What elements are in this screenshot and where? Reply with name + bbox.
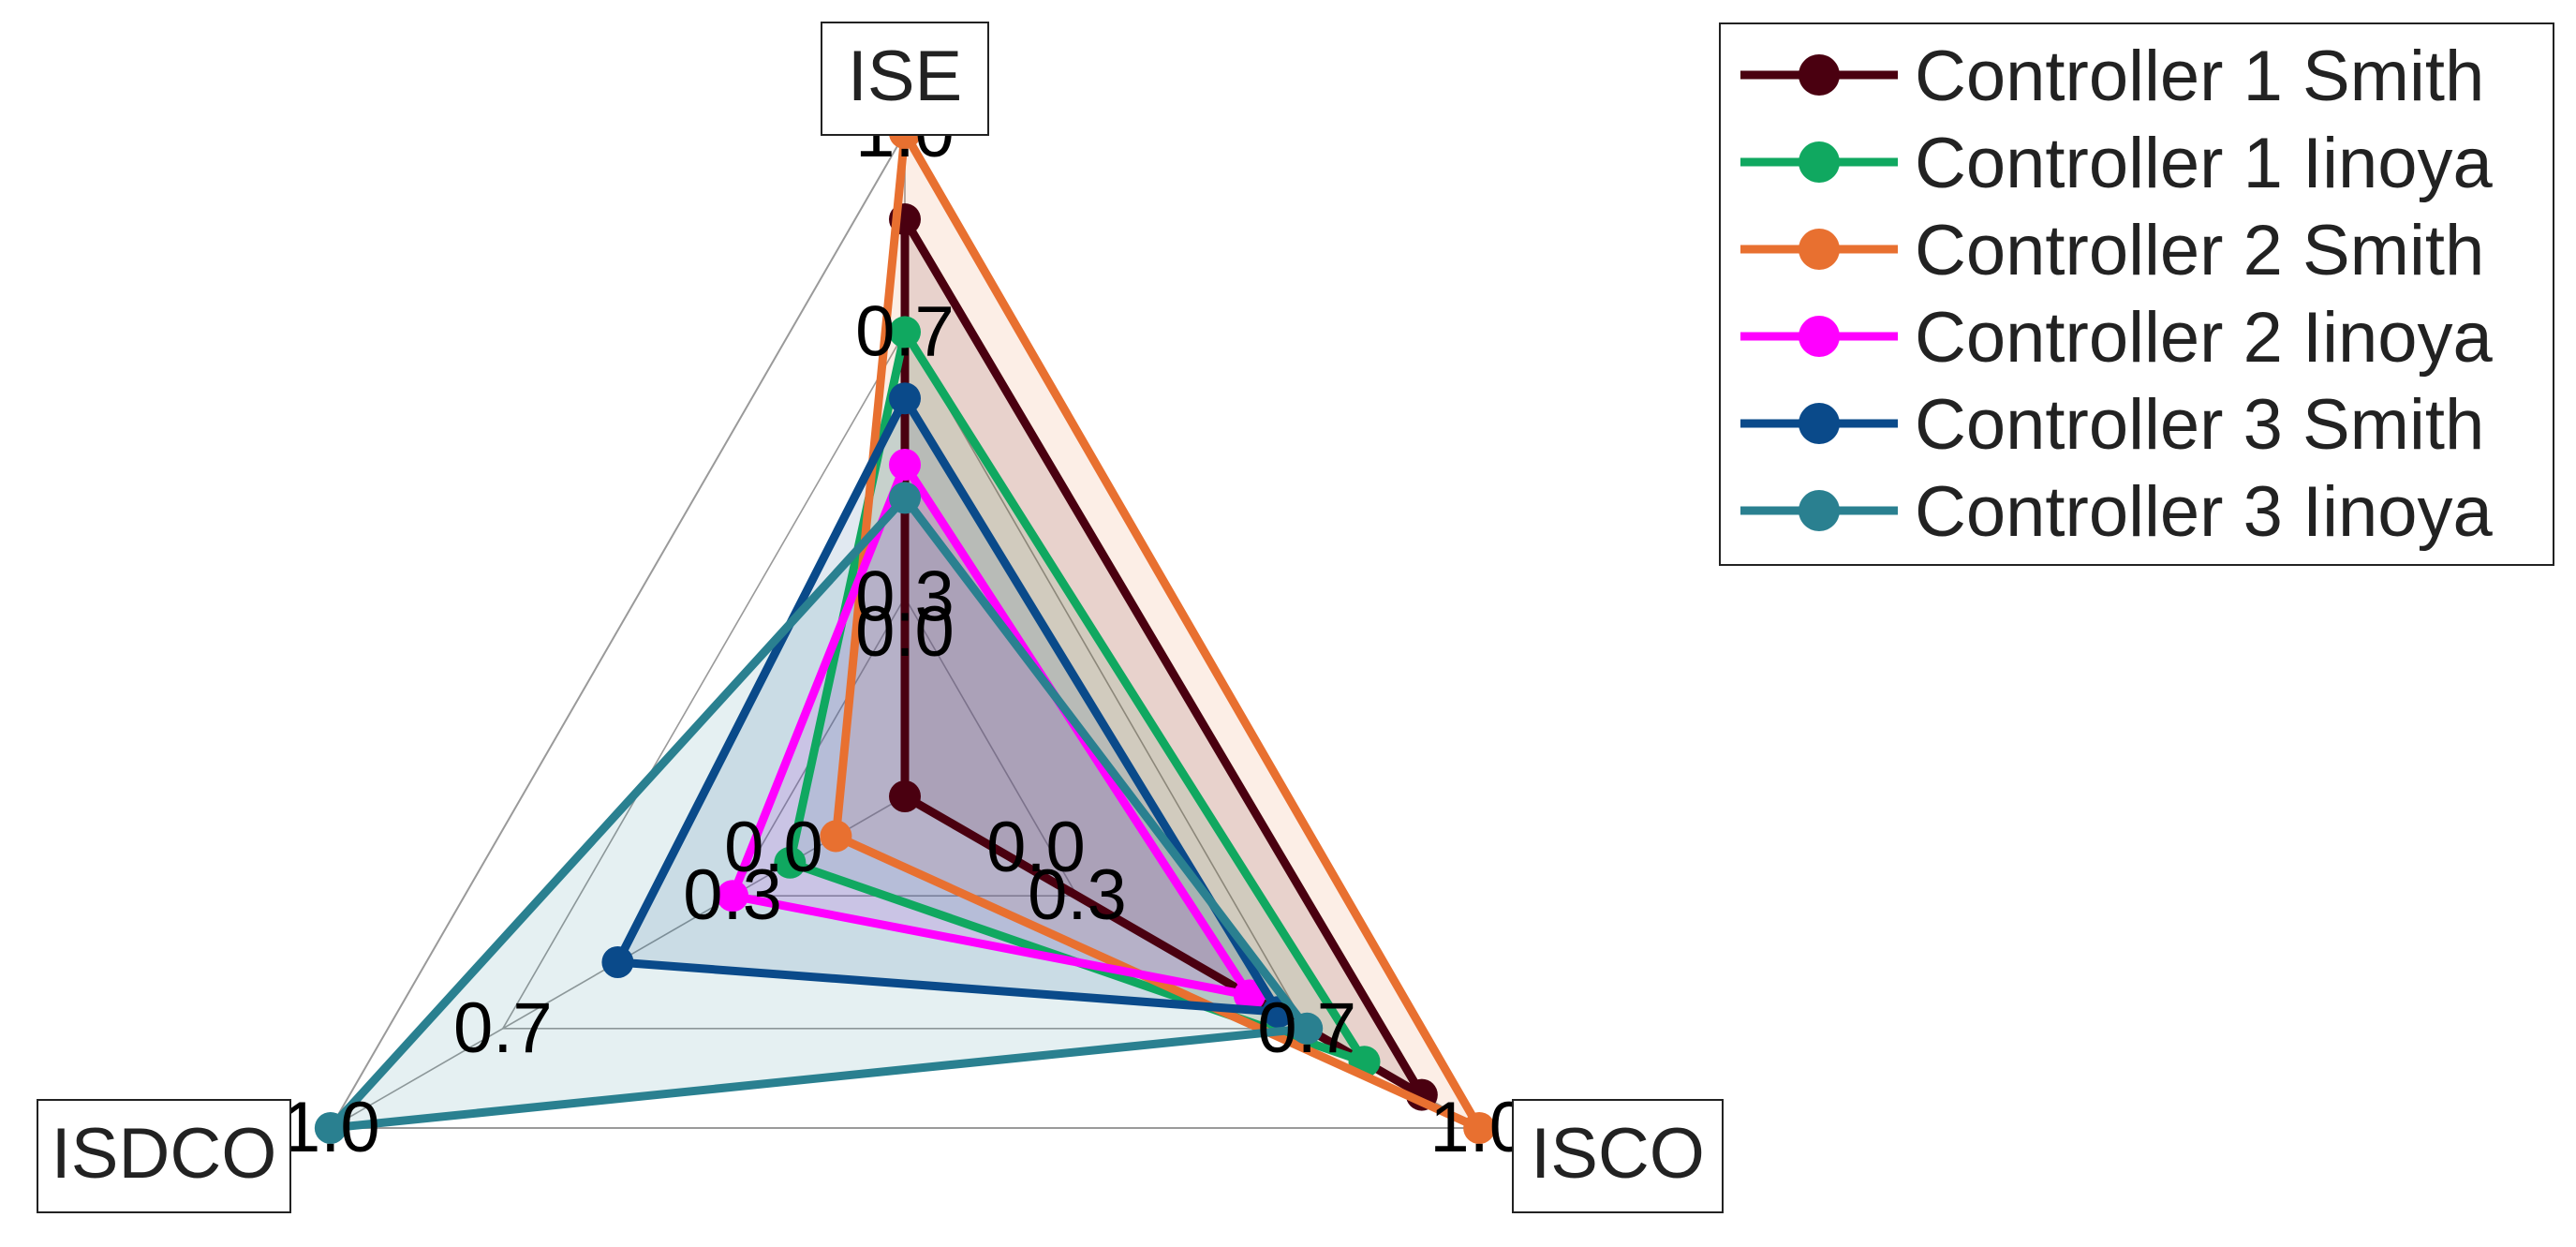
- axis-title-1: ISCO: [1512, 1099, 1724, 1213]
- series-point-3-0: [889, 449, 921, 481]
- legend-swatch-marker-1: [1799, 141, 1840, 183]
- series-area-5: [330, 497, 1308, 1128]
- legend-swatch-marker-5: [1799, 490, 1840, 531]
- legend-box: [1719, 22, 2554, 566]
- axis-title-text-1: ISCO: [1531, 1114, 1705, 1194]
- series-line-4: [613, 393, 1283, 1017]
- tick-label-1-0: 0.0: [986, 808, 1086, 887]
- series-point-0-2: [889, 780, 921, 812]
- legend-label-5: Controller 3 Iinoya: [1915, 472, 2493, 552]
- series-point-3-1: [1233, 979, 1266, 1012]
- radar-series: [314, 117, 1496, 1144]
- tick-label-0-2: 0.7: [855, 291, 955, 371]
- axis-title-box-0: [821, 22, 989, 136]
- legend-label-2: Controller 2 Smith: [1915, 211, 2484, 290]
- axis-title-text-2: ISDCO: [52, 1114, 277, 1194]
- tick-label-2-2: 0.7: [453, 988, 553, 1068]
- tick-label-0-1: 0.3: [855, 557, 955, 637]
- axis-title-2: ISDCO: [37, 1099, 291, 1213]
- series-point-5-1: [1291, 1012, 1324, 1045]
- tick-label-2-0: 0.0: [724, 808, 823, 887]
- legend-swatch-marker-0: [1799, 54, 1840, 96]
- legend-swatch-marker-2: [1799, 229, 1840, 270]
- series-point-5-2: [314, 1112, 347, 1144]
- legend-label-1: Controller 1 Iinoya: [1915, 124, 2493, 203]
- series-line-2: [831, 128, 1484, 1133]
- axis-title-box-1: [1512, 1099, 1724, 1213]
- series-point-4-0: [889, 382, 921, 415]
- grid-ring-2: [501, 330, 1309, 1030]
- legend-label-0: Controller 1 Smith: [1915, 37, 2484, 116]
- series-point-1-2: [774, 846, 807, 879]
- series-point-2-2: [820, 820, 852, 853]
- series-point-1-0: [889, 316, 921, 349]
- tick-label-2-1: 0.3: [683, 855, 782, 935]
- series-point-2-1: [1463, 1112, 1496, 1144]
- axis-title-text-0: ISE: [848, 37, 963, 116]
- tick-label-1-1: 0.3: [1028, 855, 1127, 935]
- radar-axis-titles: ISE ISCO ISDCO: [37, 22, 1724, 1213]
- axis-title-box-2: [37, 1099, 291, 1213]
- radar-tick-labels: 0.00.30.71.00.00.30.71.00.00.30.71.0: [281, 93, 1529, 1167]
- legend-swatch-marker-4: [1799, 403, 1840, 444]
- tick-label-2-3: 1.0: [281, 1088, 380, 1167]
- axis-title-0: ISE: [821, 22, 989, 136]
- tick-label-1-2: 0.7: [1257, 988, 1356, 1068]
- legend-swatch-marker-3: [1799, 316, 1840, 357]
- series-point-4-2: [601, 946, 634, 978]
- series-point-5-0: [889, 482, 921, 514]
- legend-label-3: Controller 2 Iinoya: [1915, 298, 2493, 378]
- tick-label-0-0: 0.0: [855, 592, 955, 672]
- legend-label-4: Controller 3 Smith: [1915, 385, 2484, 465]
- series-line-5: [326, 493, 1311, 1133]
- series-point-3-2: [717, 880, 749, 913]
